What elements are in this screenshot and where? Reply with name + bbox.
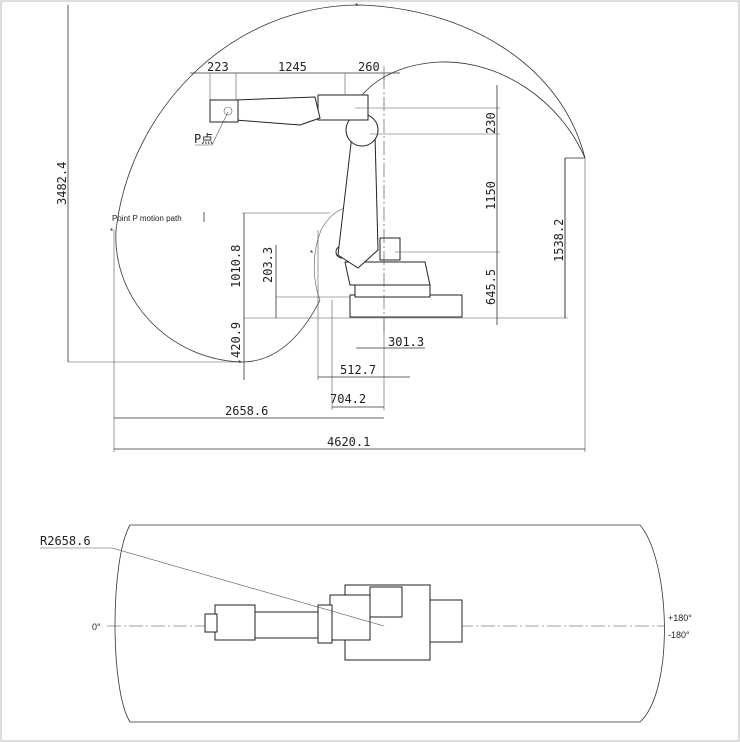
dim-1538-2: 1538.2 xyxy=(552,219,566,262)
radius-label: R2658.6 xyxy=(40,534,91,548)
motion-path-label: Point P motion path xyxy=(112,214,182,223)
angle-neg180-label: -180° xyxy=(668,630,690,640)
robot-motor-box xyxy=(379,237,401,261)
inner-arc-2 xyxy=(313,207,346,301)
inner-envelope xyxy=(354,61,586,159)
robot-turret xyxy=(344,261,431,286)
radius-leader xyxy=(111,547,385,627)
robot-upper-arm xyxy=(234,96,321,126)
robot-lower-arm xyxy=(337,134,379,269)
dim-203-3: 203.3 xyxy=(261,247,275,283)
dim-260: 260 xyxy=(358,60,380,74)
top-motor xyxy=(329,594,371,641)
dim-420-9: 420.9 xyxy=(229,322,243,358)
p-point-leader xyxy=(211,111,229,146)
apex-marker: * xyxy=(355,2,358,11)
dim-1010-8: 1010.8 xyxy=(229,245,243,288)
top-joint xyxy=(317,604,333,644)
dim-223: 223 xyxy=(207,60,229,74)
robot-elbow-housing xyxy=(317,94,369,121)
path-star-3: * xyxy=(238,359,241,368)
path-star-2: * xyxy=(310,249,313,258)
top-upper-arm xyxy=(249,611,321,639)
dim-1245: 1245 xyxy=(278,60,307,74)
path-star: * xyxy=(110,227,113,236)
side-view: * xyxy=(55,2,586,452)
p-point-label: P点 xyxy=(194,132,213,146)
angle-pos180-label: +180° xyxy=(668,613,692,623)
top-wrist xyxy=(214,604,256,641)
p-point-marker xyxy=(223,106,233,116)
top-view: R2658.6 0° +180° -180° xyxy=(40,524,692,723)
robot-base xyxy=(354,284,431,298)
robot-base-plate xyxy=(349,294,463,318)
top-tool xyxy=(204,613,218,633)
top-workspace-envelope xyxy=(114,524,665,723)
angle-0-label: 0° xyxy=(92,622,101,632)
dim-1150: 1150 xyxy=(484,181,498,210)
dim-2658-6: 2658.6 xyxy=(225,404,268,418)
dim-704-2: 704.2 xyxy=(330,392,366,406)
dim-230: 230 xyxy=(484,112,498,134)
workspace-envelope xyxy=(115,4,586,363)
dim-512-7: 512.7 xyxy=(340,363,376,377)
top-base-plate xyxy=(429,599,463,643)
dim-3482-4: 3482.4 xyxy=(55,162,69,205)
top-motor-2 xyxy=(369,586,403,618)
dim-301-3: 301.3 xyxy=(388,335,424,349)
dim-4620-1: 4620.1 xyxy=(327,435,370,449)
dim-645-5: 645.5 xyxy=(484,269,498,305)
